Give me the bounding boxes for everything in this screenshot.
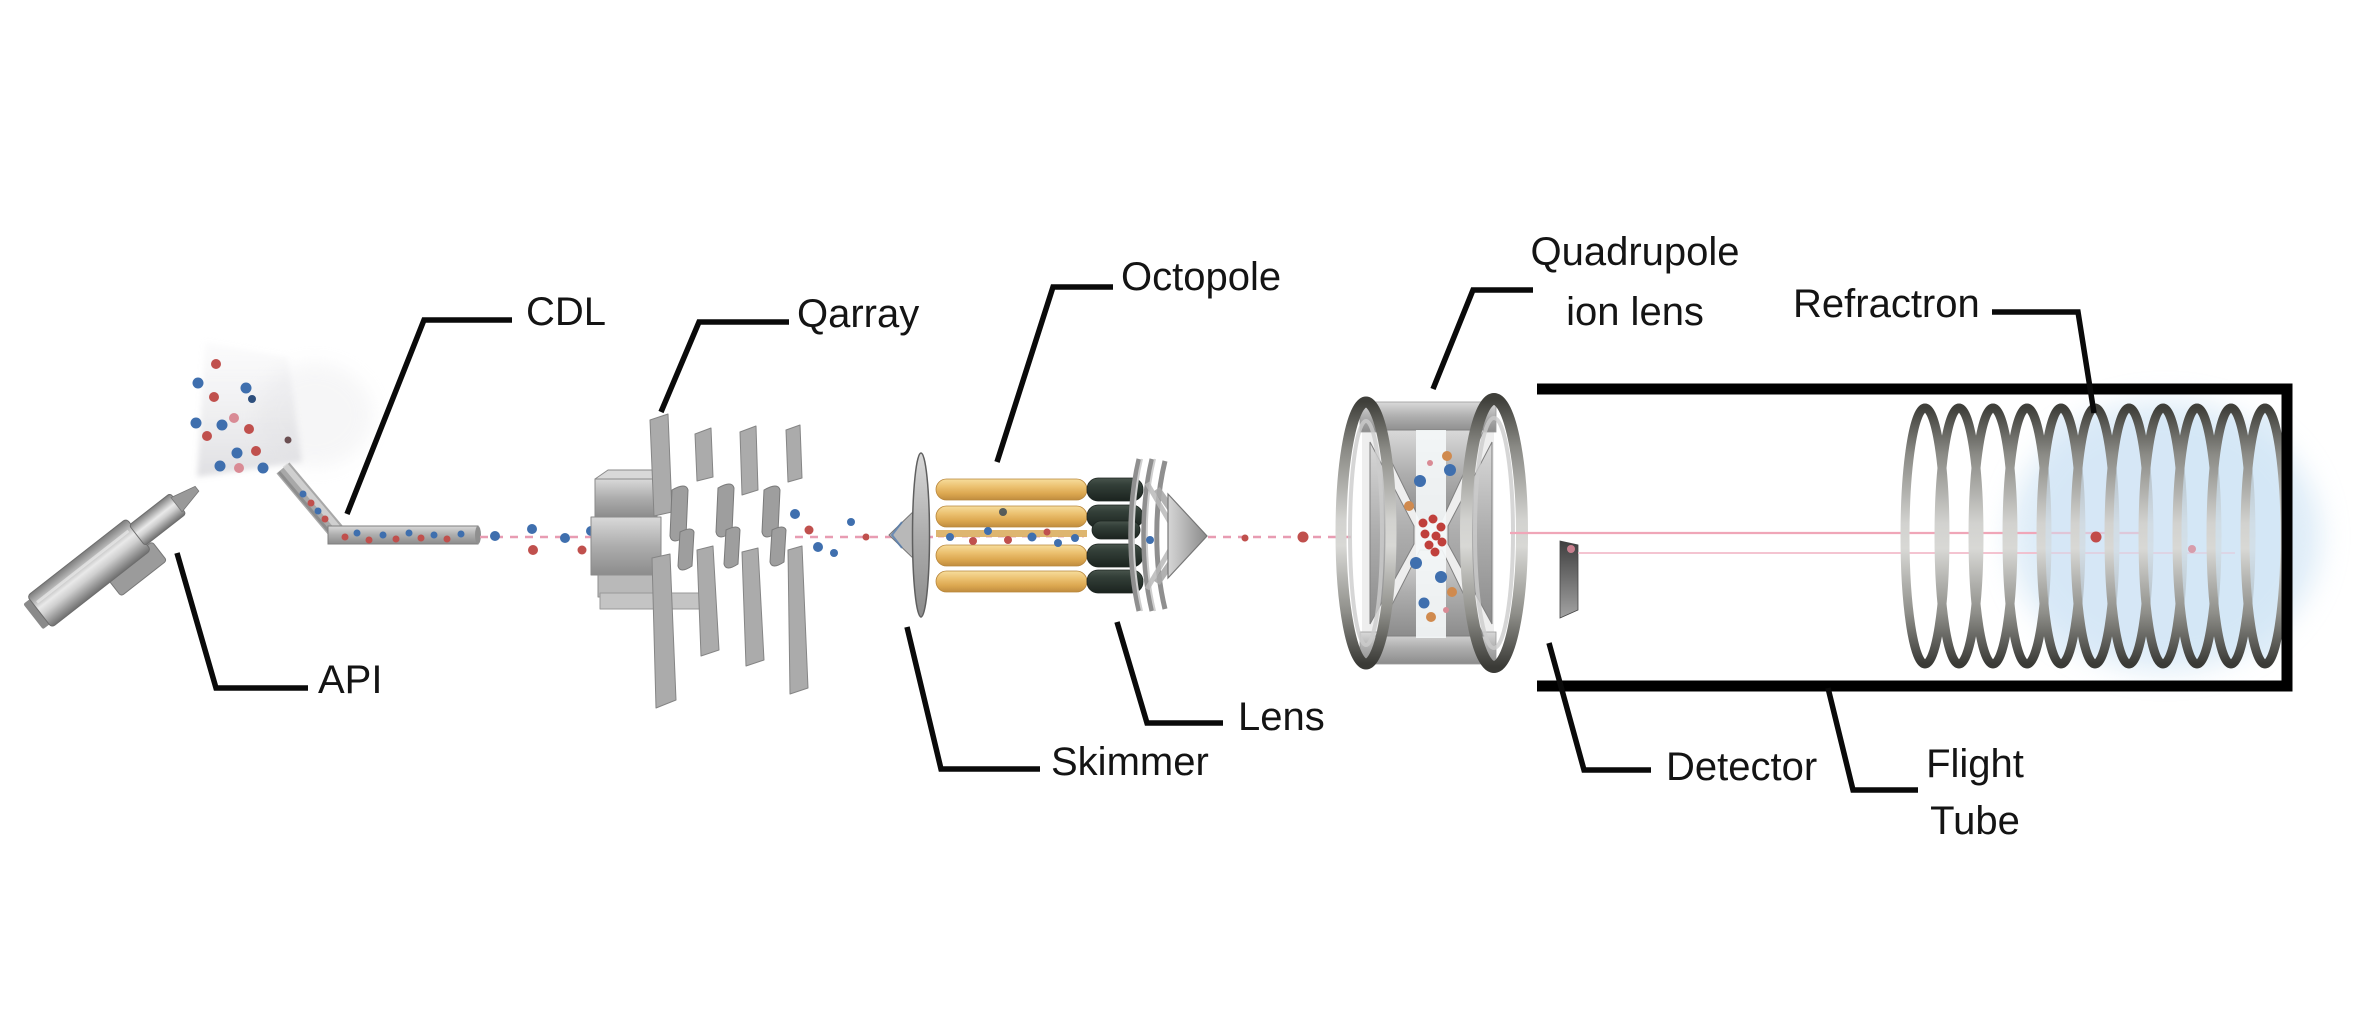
refractron-leader-line bbox=[1992, 309, 2097, 414]
cdl-leader-line bbox=[344, 317, 512, 516]
quadrupole-label-line2: ion lens bbox=[1566, 290, 1704, 334]
detector-leader-line bbox=[1546, 642, 1651, 773]
skimmer-cone bbox=[888, 452, 931, 618]
quadrupole-label-line1: Quadrupole bbox=[1530, 230, 1740, 274]
exit-lens-stack bbox=[1128, 458, 1208, 612]
flight-beam-dots bbox=[1567, 531, 2196, 553]
spray-ion-dots bbox=[190, 359, 292, 474]
lens-label: Lens bbox=[1238, 695, 1325, 739]
qarray-assembly bbox=[590, 413, 809, 709]
flight-tube-label: Flight Tube bbox=[1900, 736, 2050, 850]
api-label: API bbox=[318, 658, 383, 702]
detector-plate bbox=[1559, 540, 1579, 619]
quadrupole-ion-lens-label: Quadrupole ion lens bbox=[1505, 222, 1765, 342]
lens-leader-line bbox=[1114, 621, 1223, 726]
flight-tube-outline bbox=[1537, 383, 2293, 692]
free-ion-dots bbox=[490, 509, 1309, 557]
leader-lines bbox=[174, 284, 2097, 793]
detector-label: Detector bbox=[1666, 745, 1818, 789]
quadrupole-leader-line bbox=[1430, 287, 1533, 391]
flight-tube-label-line2: Tube bbox=[1930, 799, 2020, 843]
api-leader-line bbox=[174, 552, 308, 691]
skimmer-label: Skimmer bbox=[1051, 740, 1209, 784]
cdl-tube bbox=[276, 462, 481, 545]
octopole-rods bbox=[935, 477, 1144, 594]
spray-plume bbox=[197, 342, 373, 477]
cdl-ion-dots bbox=[299, 490, 465, 544]
flight-tube-label-line1: Flight bbox=[1926, 742, 2024, 786]
refractron-label: Refractron bbox=[1793, 282, 1980, 326]
trapped-ion-dots bbox=[1404, 451, 1457, 622]
qarray-label: Qarray bbox=[797, 292, 920, 336]
cdl-label: CDL bbox=[526, 290, 607, 334]
octopole-ion-dots bbox=[946, 508, 1079, 547]
octopole-leader-line bbox=[994, 284, 1113, 463]
skimmer-leader-line bbox=[904, 626, 1040, 772]
flight-tube-leader-line bbox=[1825, 687, 1918, 793]
quadrupole-ion-trap bbox=[1335, 393, 1528, 673]
api-probe bbox=[24, 485, 200, 629]
octopole-label: Octopole bbox=[1121, 255, 1282, 299]
qarray-leader-line bbox=[658, 319, 789, 414]
